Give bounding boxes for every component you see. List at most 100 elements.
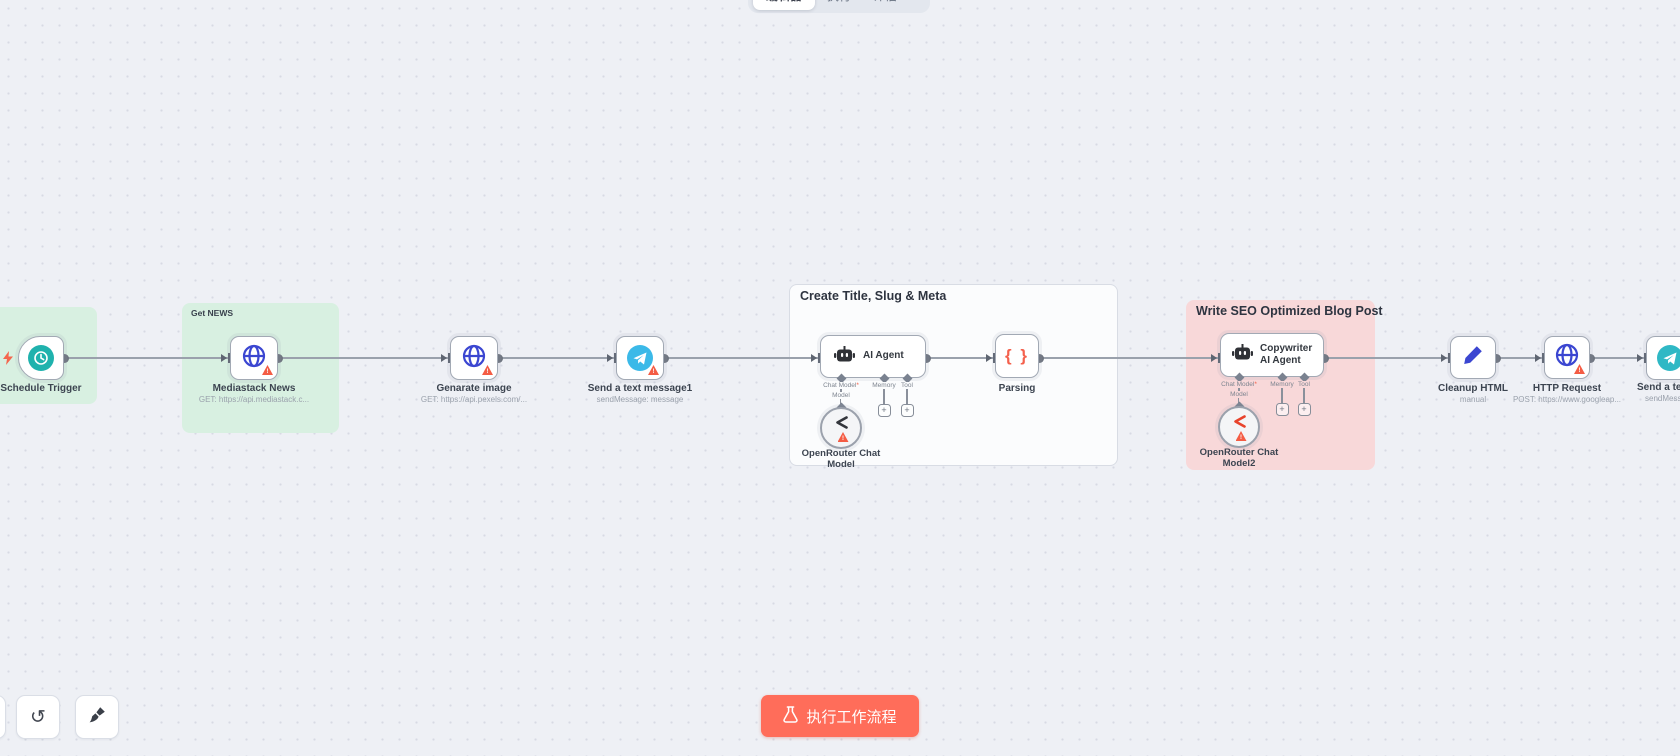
node-cleanup-html[interactable]: [1450, 336, 1496, 379]
add-memory-button[interactable]: +: [1275, 403, 1289, 416]
group-write-seo-label: Write SEO Optimized Blog Post: [1196, 304, 1383, 318]
connection-line: [1324, 357, 1450, 359]
node-send-text-message2[interactable]: [1646, 336, 1680, 380]
connection-line: [1590, 357, 1646, 359]
tab-executions[interactable]: 执行: [817, 0, 861, 10]
node-openrouter-chat-model2[interactable]: !: [1218, 406, 1260, 448]
node-http-request[interactable]: !: [1544, 336, 1590, 379]
model-dashed-stem: [840, 399, 841, 404]
undo-icon: ↺: [30, 706, 46, 728]
node-openrouter-chat-model[interactable]: !: [820, 407, 862, 449]
connection-line: [1496, 357, 1544, 359]
port-stem: [883, 382, 885, 404]
view-tabbar: 编辑器 执行 评估: [748, 0, 930, 13]
node-subtitle: sendMessage: message: [596, 395, 684, 404]
input-port[interactable]: [1637, 353, 1647, 363]
openrouter-icon: [834, 416, 849, 434]
output-port[interactable]: [273, 353, 283, 363]
broom-icon: [88, 706, 106, 729]
model-dashed-stem: [1238, 398, 1239, 403]
output-port[interactable]: [59, 353, 69, 363]
input-port[interactable]: [441, 353, 451, 363]
port-stem: [1303, 381, 1305, 403]
node-inner-label: Copywriter AI Agent: [1260, 342, 1313, 367]
clock-icon: [28, 345, 54, 371]
memory-port-label: Memory: [870, 382, 898, 389]
warning-icon: !: [1574, 364, 1585, 374]
input-port[interactable]: [1441, 353, 1451, 363]
node-label: Send a text message1: [587, 383, 693, 394]
output-port[interactable]: [1585, 353, 1595, 363]
input-port[interactable]: [1211, 353, 1221, 363]
node-label: OpenRouter Chat Model: [801, 448, 881, 470]
warning-icon: !: [482, 365, 493, 375]
node-copywriter-ai-agent[interactable]: Copywriter AI Agent: [1220, 333, 1324, 377]
output-port[interactable]: [659, 353, 669, 363]
node-generate-image[interactable]: !: [450, 336, 498, 380]
output-port[interactable]: [1319, 353, 1329, 363]
tool-port-label: Tool: [1296, 381, 1312, 388]
execute-workflow-button[interactable]: 执行工作流程: [761, 695, 919, 737]
connection-line: [64, 357, 230, 359]
pencil-icon: [1462, 344, 1484, 371]
output-port[interactable]: [1491, 353, 1501, 363]
output-port[interactable]: [493, 353, 503, 363]
globe-icon: [242, 344, 266, 373]
node-subtitle: GET: https://api.pexels.com/...: [420, 395, 528, 404]
node-ai-agent[interactable]: AI Agent: [820, 335, 926, 378]
node-label: Cleanup HTML: [1438, 383, 1508, 394]
node-subtitle: GET: https://api.mediastack.c...: [198, 395, 310, 404]
node-label: HTTP Request: [1532, 383, 1602, 394]
tab-evaluations[interactable]: 评估: [863, 0, 907, 10]
node-mediastack-news[interactable]: !: [230, 336, 278, 380]
connection-line: [498, 357, 616, 359]
output-port[interactable]: [921, 353, 931, 363]
connection-line: [278, 357, 450, 359]
execute-workflow-label: 执行工作流程: [806, 708, 897, 726]
node-label: OpenRouter Chat Model2: [1199, 447, 1279, 469]
port-stem: [840, 382, 842, 398]
input-port[interactable]: [1535, 353, 1545, 363]
input-port[interactable]: [986, 353, 996, 363]
port-stem: [1238, 381, 1240, 397]
node-send-text-message1[interactable]: !: [616, 336, 664, 380]
lightning-icon: [3, 351, 13, 365]
node-label: Send a text m: [1637, 382, 1680, 393]
add-tool-button[interactable]: +: [1297, 403, 1311, 416]
model-port-label: Model: [830, 391, 852, 399]
node-parsing[interactable]: { }: [995, 334, 1039, 378]
connection-line: [1039, 357, 1220, 359]
output-port[interactable]: [1034, 353, 1044, 363]
warning-icon: !: [837, 432, 849, 442]
globe-icon: [1555, 343, 1579, 372]
port-stem: [906, 382, 908, 404]
tool-port-label: Tool: [899, 382, 915, 389]
port-stem: [1281, 381, 1283, 403]
undo-button[interactable]: ↺: [16, 695, 60, 739]
group-create-title-label: Create Title, Slug & Meta: [800, 289, 947, 303]
tidy-up-button[interactable]: [75, 695, 119, 739]
add-tool-button[interactable]: +: [900, 404, 914, 417]
telegram-icon: [1657, 345, 1680, 371]
memory-port-label: Memory: [1268, 381, 1296, 388]
input-port[interactable]: [811, 353, 821, 363]
input-port[interactable]: [607, 353, 617, 363]
node-schedule-trigger[interactable]: [18, 336, 64, 380]
input-port[interactable]: [221, 353, 231, 363]
robot-icon: [1232, 344, 1253, 366]
tab-editor[interactable]: 编辑器: [753, 0, 816, 10]
telegram-icon: [627, 345, 653, 371]
robot-icon: [834, 345, 855, 368]
node-label: Genarate image: [436, 383, 512, 394]
node-inner-label: AI Agent: [863, 350, 904, 362]
canvas-control-partial-button[interactable]: [0, 695, 6, 739]
warning-icon: !: [262, 365, 273, 375]
group-get-news-title: Get NEWS: [191, 308, 234, 318]
flask-icon: [783, 705, 799, 727]
warning-icon: !: [1235, 431, 1247, 441]
add-memory-button[interactable]: +: [877, 404, 891, 417]
openrouter-icon: [1232, 415, 1247, 433]
connection-line: [664, 357, 820, 359]
node-label: Parsing: [998, 383, 1036, 394]
